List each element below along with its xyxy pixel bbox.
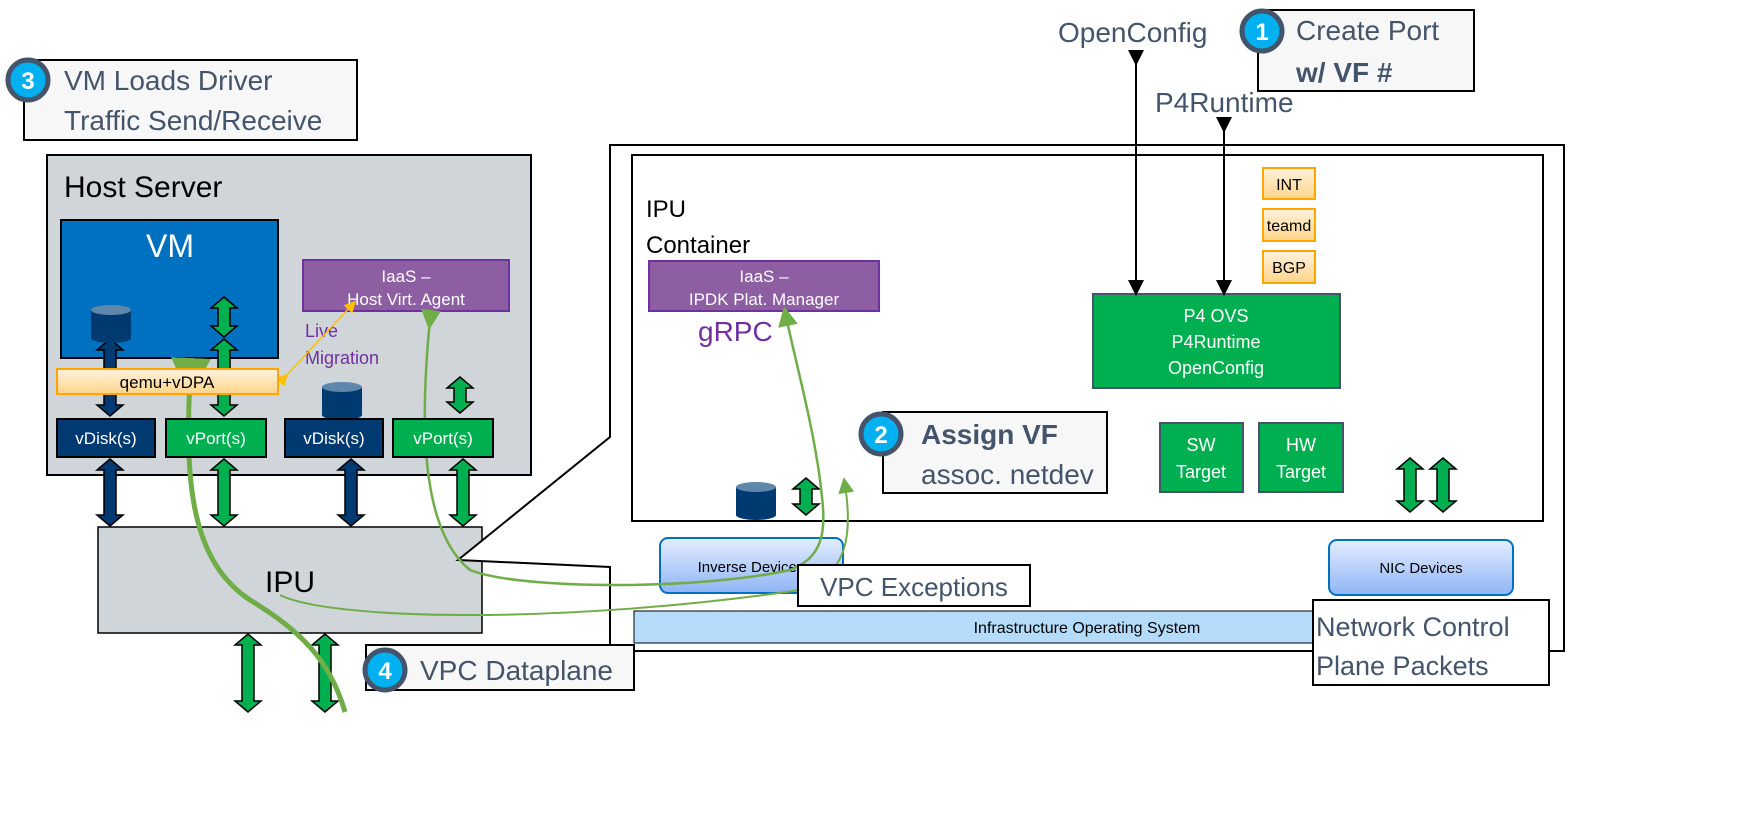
svg-text:Network Control: Network Control [1316,612,1510,642]
double-arrow-icon [1394,457,1426,513]
double-arrow-icon [208,296,240,338]
svg-text:OpenConfig: OpenConfig [1168,358,1264,378]
svg-text:HW: HW [1286,435,1316,455]
double-arrow-icon [309,633,341,713]
svg-text:4: 4 [378,658,392,685]
double-arrow-icon [790,477,822,516]
live-migration-label: Migration [305,348,379,368]
callout-step-4: 4 VPC Dataplane [362,644,635,693]
svg-text:vDisk(s): vDisk(s) [303,429,364,448]
host-server-title: Host Server [64,171,222,204]
svg-text:w/ VF #: w/ VF # [1295,57,1393,88]
callout-step-3: 3 VM Loads Driver Traffic Send/Receive [5,57,358,141]
svg-text:vPort(s): vPort(s) [186,429,246,448]
service-boxes: INT teamd BGP [1262,167,1316,284]
iaas-host-virt-agent: IaaS – Host Virt. Agent [302,259,510,312]
svg-text:Inverse Devices: Inverse Devices [698,559,805,576]
qemu-vdpa-box: qemu+vDPA [56,368,279,395]
svg-text:Assign VF: Assign VF [921,419,1058,450]
svg-text:IaaS –: IaaS – [381,267,431,286]
vdisk-box-2: vDisk(s) [284,418,384,458]
callout-step-1: 1 Create Port w/ VF # [1239,8,1475,92]
svg-text:qemu+vDPA: qemu+vDPA [120,373,215,392]
double-arrow-icon [208,458,240,527]
ipu-container-label: IPU [646,196,686,223]
svg-text:Target: Target [1176,462,1226,482]
svg-text:Plane Packets: Plane Packets [1316,651,1489,681]
svg-text:Create Port: Create Port [1296,15,1439,46]
double-arrow-icon [447,458,479,527]
ipu-label: IPU [265,566,315,599]
vm-label: VM [146,228,194,264]
nic-devices-box: NIC Devices [1328,539,1514,596]
ipu-container-label: Container [646,232,750,259]
double-arrow-icon [94,458,126,527]
svg-text:P4 OVS: P4 OVS [1183,306,1248,326]
double-arrow-icon [232,633,264,713]
network-control-plane-packets-label: Network Control Plane Packets [1312,599,1550,686]
callout-text: VM Loads Driver [64,65,273,96]
step-number-badge [5,57,51,103]
vpc-dataplane-flow [171,357,348,713]
vdisk-box-1: vDisk(s) [56,418,156,458]
disk-cylinder-icon [91,305,131,343]
iaas-ipdk-plat-manager: IaaS – IPDK Plat. Manager [648,260,880,312]
ipu-box [97,526,483,634]
sw-target: SW Target [1159,422,1244,493]
vpc-exceptions-label: VPC Exceptions [797,564,1031,607]
double-arrow-icon [335,458,367,527]
service-teamd: teamd [1267,218,1311,235]
flow-paths [171,306,855,713]
vport-box-2: vPort(s) [392,418,494,458]
svg-text:IaaS –: IaaS – [739,267,789,286]
svg-text:2: 2 [874,422,887,449]
infrastructure-os-bar: Infrastructure Operating System [633,610,1315,644]
svg-text:NIC Devices: NIC Devices [1379,560,1462,577]
svg-text:IPDK Plat. Manager: IPDK Plat. Manager [689,290,840,309]
p4-ovs-box: P4 OVS P4Runtime OpenConfig [1092,293,1341,389]
double-arrow-icon [444,376,476,414]
hw-target: HW Target [1258,422,1344,493]
vpc-exception-flow-2 [279,477,855,616]
step-number: 3 [21,68,34,95]
svg-text:vPort(s): vPort(s) [413,429,473,448]
svg-text:VPC Dataplane: VPC Dataplane [420,655,613,686]
disk-cylinder-icon [322,382,362,420]
svg-text:Target: Target [1276,462,1326,482]
grpc-label: gRPC [698,316,773,347]
vport-box-1: vPort(s) [165,418,267,458]
service-int: INT [1276,177,1302,194]
p4runtime-label: P4Runtime [1155,87,1294,118]
svg-text:Host Virt. Agent: Host Virt. Agent [347,290,465,309]
openconfig-label: OpenConfig [1058,17,1207,48]
callout-step-2: 2 Assign VF assoc. netdev [858,411,1108,494]
svg-text:assoc. netdev: assoc. netdev [921,459,1094,490]
double-arrow-icon [1427,457,1459,513]
svg-text:vDisk(s): vDisk(s) [75,429,136,448]
svg-text:VPC Exceptions: VPC Exceptions [820,572,1008,602]
svg-text:SW: SW [1187,435,1216,455]
service-bgp: BGP [1272,260,1306,277]
vpc-exception-flow [421,306,825,587]
disk-cylinder-icon [736,482,776,520]
svg-text:Infrastructure Operating Syste: Infrastructure Operating System [974,620,1201,637]
callout-text: Traffic Send/Receive [64,105,322,136]
svg-text:1: 1 [1255,19,1268,46]
live-migration-arrow [275,300,357,387]
svg-text:P4Runtime: P4Runtime [1171,332,1260,352]
